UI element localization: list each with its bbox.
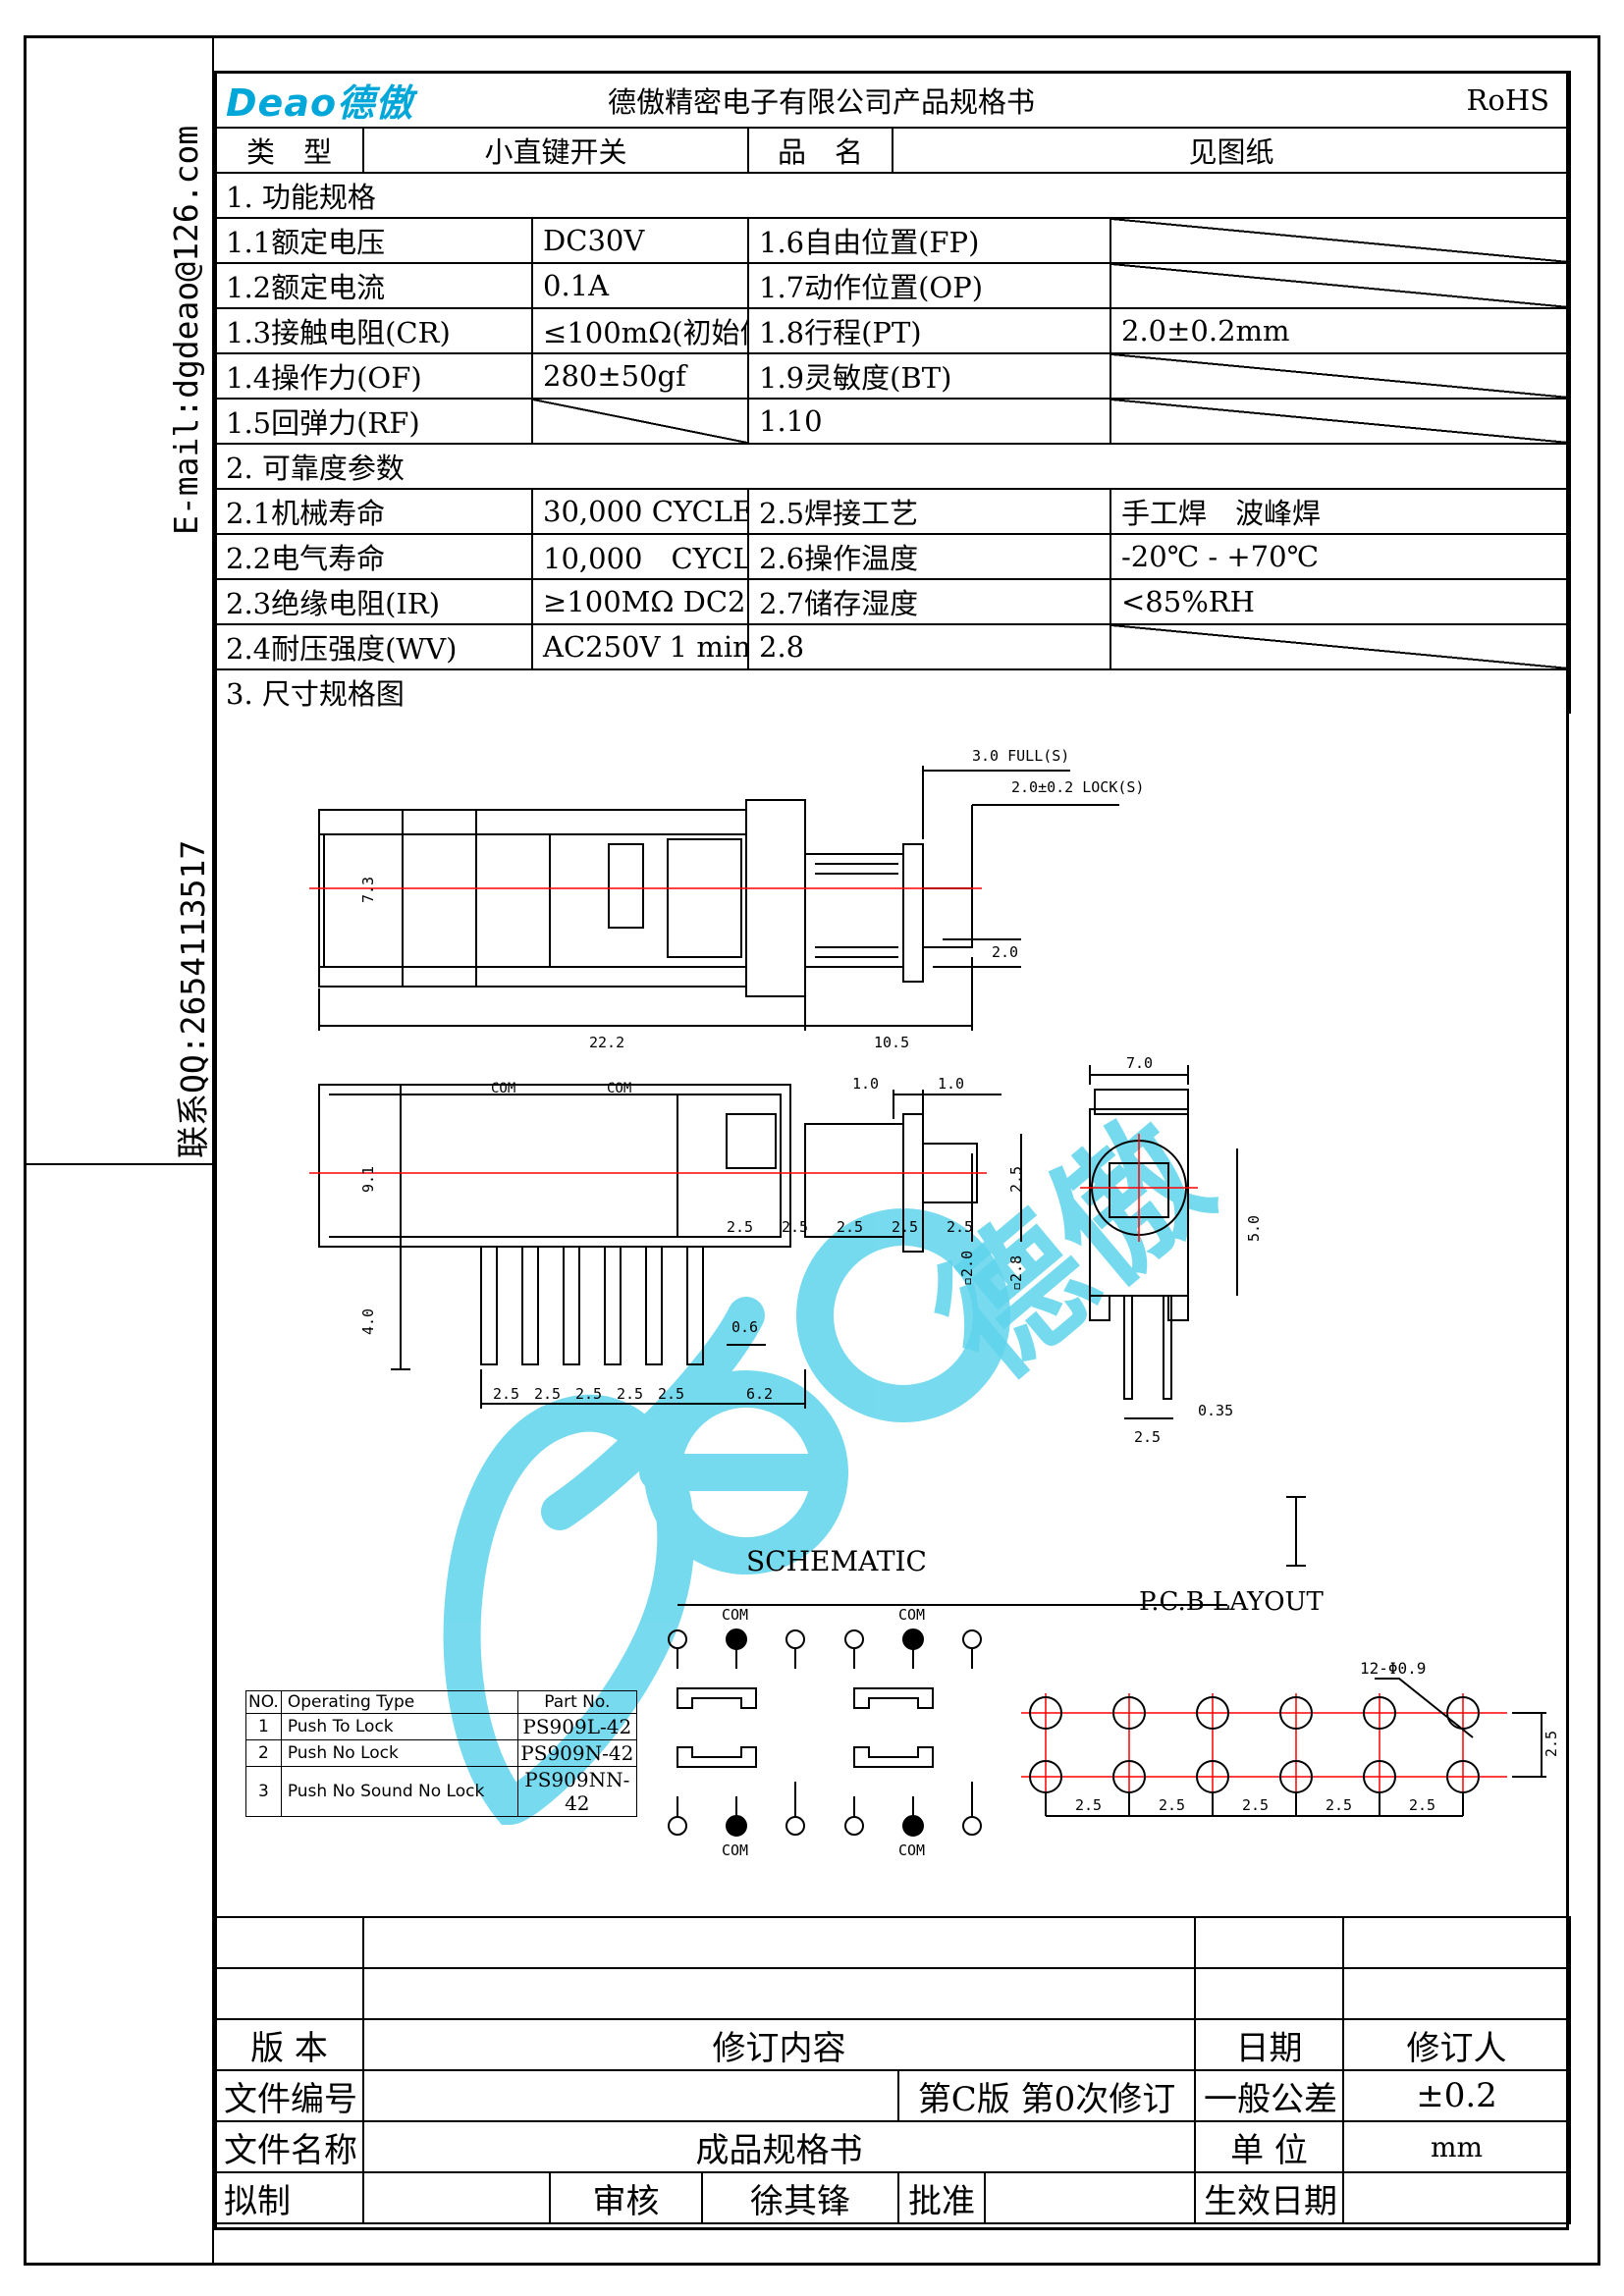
section3-title: 3. 尺寸规格图: [214, 668, 1571, 714]
schematic-heading: SCHEMATIC: [746, 1545, 927, 1577]
logo: Deao德傲: [214, 71, 532, 129]
svg-text:2.5: 2.5: [892, 1218, 918, 1236]
reliability-row: 2.4耐压强度(WV) AC250V 1 minute 2.8: [214, 623, 1571, 670]
dim-height-top: 7.3: [359, 877, 377, 903]
name-label: 品 名: [747, 127, 893, 174]
svg-text:2.5: 2.5: [947, 1218, 973, 1236]
part-number-table: NO. Operating Type Part No. 1 Push To Lo…: [245, 1690, 637, 1817]
svg-text:2.5: 2.5: [782, 1218, 808, 1236]
svg-text:2.5: 2.5: [1543, 1731, 1560, 1757]
reliability-row: 2.1机械寿命 30,000 CYCLES 2.5焊接工艺 手工焊 波峰焊: [214, 488, 1571, 535]
spec-row: 1.2额定电流 0.1A 1.7动作位置(OP): [214, 262, 1571, 309]
svg-text:COM: COM: [722, 1606, 748, 1624]
dim-pin-length: 4.0: [359, 1308, 377, 1335]
spec-row: 1.5回弹力(RF) 1.10: [214, 398, 1571, 445]
schematic-diagram: SCHEMATIC COM COM COM COM: [668, 1545, 982, 1859]
svg-text:2.5: 2.5: [1007, 1166, 1025, 1193]
dim-actuator-offset: 2.0: [992, 943, 1018, 961]
svg-text:2.5: 2.5: [617, 1385, 643, 1403]
pcb-layout-diagram: P.C.B LAYOUT 12-Φ0.9 2.5 2.5 2.5 2.5 2.5…: [1021, 1587, 1560, 1817]
svg-text:2.5: 2.5: [1326, 1796, 1352, 1814]
svg-text:2.5: 2.5: [1242, 1796, 1269, 1814]
svg-text:2.5: 2.5: [575, 1385, 602, 1403]
svg-text:COM: COM: [491, 1081, 515, 1096]
front-view-body: [1089, 1108, 1189, 1297]
header-row: Deao德傲 德傲精密电子有限公司产品规格书 RoHS: [214, 71, 1571, 129]
spec-row: 1.1额定电压 DC30V 1.6自由位置(FP): [214, 217, 1571, 264]
dim-pin-thickness: 0.35: [1198, 1402, 1233, 1419]
dim-pin-width: 0.6: [731, 1318, 758, 1336]
page-frame: [24, 35, 1600, 2266]
spec-row: 1.4操作力(OF) 280±50gf 1.9灵敏度(BT): [214, 352, 1571, 400]
side-view-body: [318, 1084, 791, 1248]
dim-flange-left: 1.0: [852, 1075, 879, 1093]
dimension-drawing: 3.0 FULL(S) 2.0±0.2 LOCK(S) 7.3 22.2 10.…: [309, 747, 1306, 1606]
dim-front-width: 7.0: [1126, 1054, 1153, 1072]
sidebar-email: E-mail:dgdeao@126.com: [167, 125, 205, 535]
section2-title: 2. 可靠度参数: [214, 443, 1571, 490]
revision-table: 版 本 修订内容 日期 修订人 文件编号 第C版 第0次修订 一般公差 ±0.2…: [214, 1916, 1572, 2224]
sidebar-separator: [24, 1163, 213, 1165]
rohs-mark: RoHS: [1110, 71, 1571, 129]
pcb-hole-spec: 12-Φ0.9: [1360, 1659, 1426, 1678]
dim-square-2: ▫2.0: [958, 1251, 976, 1286]
svg-text:COM: COM: [607, 1081, 631, 1096]
dim-height-side: 9.1: [359, 1166, 377, 1193]
pcb-heading: P.C.B LAYOUT: [1139, 1587, 1324, 1617]
dim-front-height: 5.0: [1245, 1215, 1263, 1242]
reliability-row: 2.2电气寿命 10,000 CYCLES 2.6操作温度 -20℃ - +70…: [214, 533, 1571, 580]
svg-text:2.5: 2.5: [493, 1385, 519, 1403]
dim-width-body: 22.2: [589, 1034, 624, 1051]
dim-lock: 2.0±0.2 LOCK(S): [1011, 778, 1144, 796]
svg-text:COM: COM: [898, 1606, 925, 1624]
spec-table: Deao德傲 德傲精密电子有限公司产品规格书 RoHS 类 型 小直键开关 品 …: [214, 71, 1571, 714]
dim-width-actuator: 10.5: [874, 1034, 909, 1051]
dim-square-28: ▫2.8: [1007, 1255, 1025, 1291]
svg-text:2.5: 2.5: [837, 1218, 863, 1236]
svg-text:COM: COM: [898, 1842, 925, 1859]
dim-end-offset: 6.2: [746, 1385, 773, 1403]
svg-text:2.5: 2.5: [727, 1218, 753, 1236]
section1-title: 1. 功能规格: [214, 172, 1571, 219]
svg-text:2.5: 2.5: [534, 1385, 561, 1403]
sidebar-divider: [212, 35, 214, 2266]
svg-text:2.5: 2.5: [1409, 1796, 1435, 1814]
document-title: 德傲精密电子有限公司产品规格书: [532, 71, 1110, 129]
dim-flange-right: 1.0: [938, 1075, 964, 1093]
svg-text:2.5: 2.5: [1159, 1796, 1185, 1814]
sidebar-qq: 联系QQ:2654113517: [174, 839, 212, 1158]
part-row: 3 Push No Sound No Lock PS909NN-42: [245, 1766, 637, 1817]
part-row: 1 Push To Lock PS909L-42: [245, 1713, 637, 1740]
reliability-row: 2.3绝缘电阻(IR) ≥100MΩ DC250V 2.7储存湿度 <85%RH: [214, 578, 1571, 625]
name-value: 见图纸: [892, 127, 1571, 174]
spec-row: 1.3接触电阻(CR) ≤100mΩ(初始值) 1.8行程(PT) 2.0±0.…: [214, 307, 1571, 354]
svg-text:2.5: 2.5: [658, 1385, 684, 1403]
type-value: 小直键开关: [362, 127, 749, 174]
part-row: 2 Push No Lock PS909N-42: [245, 1739, 637, 1767]
basic-row: 类 型 小直键开关 品 名 见图纸: [214, 127, 1571, 174]
dim-front-pitch: 2.5: [1134, 1428, 1161, 1446]
top-view-body: [318, 809, 477, 988]
revision-header-row: 版 本 修订内容 日期 修订人: [214, 2018, 1572, 2071]
dim-full: 3.0 FULL(S): [972, 747, 1069, 765]
svg-text:2.5: 2.5: [1075, 1796, 1102, 1814]
type-label: 类 型: [214, 127, 364, 174]
svg-text:COM: COM: [722, 1842, 748, 1859]
